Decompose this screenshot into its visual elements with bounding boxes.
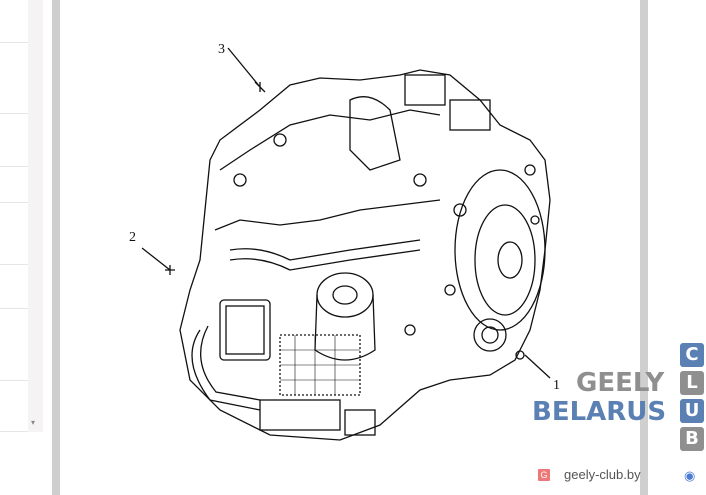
lens-icon[interactable]: ◉ [684, 468, 696, 483]
watermark-letter-u: U [680, 399, 704, 423]
transmission-assembly-drawing [141, 47, 551, 441]
watermark-letter-c: C [680, 343, 704, 367]
list-row-divider [0, 431, 28, 432]
document-page [60, 0, 640, 495]
left-list-panel [0, 0, 29, 432]
watermark-letter-l: L [680, 371, 704, 395]
page-gutter-left [52, 0, 60, 495]
callout-2: 2 [129, 230, 136, 245]
list-row-divider [0, 166, 28, 167]
list-row-divider [0, 42, 28, 43]
list-row-divider [0, 264, 28, 265]
callout-1: 1 [553, 378, 560, 393]
watermark-geely: GEELY [576, 368, 665, 398]
callout-3: 3 [218, 42, 225, 57]
site-favicon-icon: G [538, 469, 550, 481]
scroll-down-arrow-icon[interactable]: ▾ [31, 418, 36, 427]
watermark-belarus: BELARUS [532, 397, 667, 427]
source-site-link[interactable]: geely-club.by [564, 467, 641, 482]
watermark-letter-b: B [680, 427, 704, 451]
list-row-divider [0, 380, 28, 381]
list-row-divider [0, 308, 28, 309]
list-row-divider [0, 113, 28, 114]
source-attribution[interactable]: G geely-club.by [538, 467, 641, 483]
page-gutter-right[interactable] [640, 0, 648, 495]
left-panel-scrollbar[interactable] [28, 0, 43, 432]
list-row-divider [0, 202, 28, 203]
